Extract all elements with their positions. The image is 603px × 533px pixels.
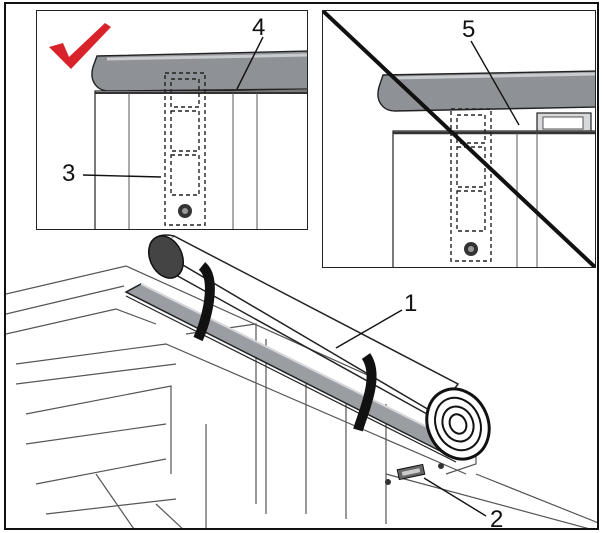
callout-1: 1 [404, 290, 418, 317]
callout-2: 2 [490, 506, 504, 530]
incorrect-install-inset [322, 10, 596, 268]
checkmark-icon [49, 23, 111, 69]
correct-install-inset [36, 10, 308, 230]
truck-bed-illustration [6, 234, 597, 528]
callout-5: 5 [462, 16, 476, 43]
correct-install-detail [82, 36, 307, 229]
diagonal-strike [323, 11, 595, 267]
callout-3: 3 [62, 160, 76, 187]
callout-4: 4 [252, 14, 266, 41]
incorrect-install-detail [323, 11, 595, 267]
diagram-frame: 1 2 3 4 5 [4, 2, 599, 530]
